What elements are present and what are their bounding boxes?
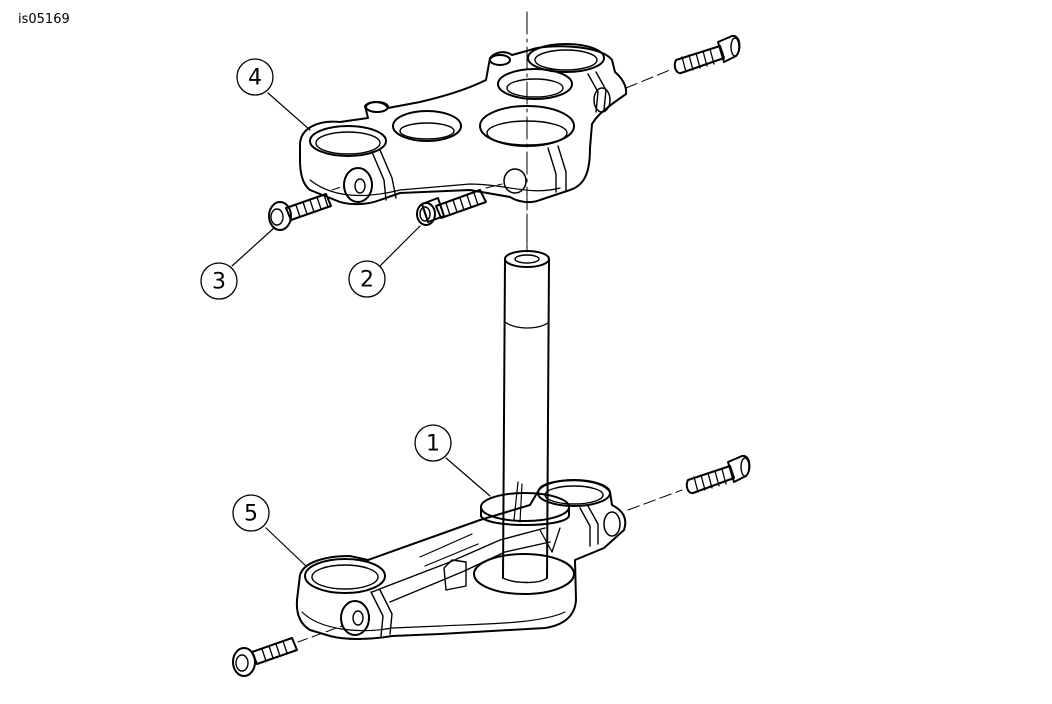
callout-4-circle [236,58,274,96]
bolt-top-right [625,34,741,89]
bolt-2 [416,183,503,226]
top-yoke [299,43,628,206]
callout-3-label: 3 [212,270,226,295]
steering-stem [480,199,570,584]
bolt-3 [268,185,345,231]
callout-5-label: 5 [244,502,258,527]
leader-line-3 [231,227,275,267]
bottom-yoke [295,479,627,640]
callout-1-circle [414,424,452,462]
leader-line-5 [265,527,307,567]
callout-3-circle [200,262,238,300]
bolt-bottom-left [232,625,343,677]
leader-line-2 [379,225,421,267]
callout-2-circle [348,260,386,298]
callout-4-label: 4 [248,66,262,91]
callout-2-label: 2 [360,268,374,293]
callout-5-circle [232,494,270,532]
leader-line-1 [445,457,491,497]
bolt-bottom-right [627,454,751,511]
figure-reference-id: is05169 [18,12,70,27]
callout-1-label: 1 [426,432,440,457]
leader-line-4 [267,92,311,131]
